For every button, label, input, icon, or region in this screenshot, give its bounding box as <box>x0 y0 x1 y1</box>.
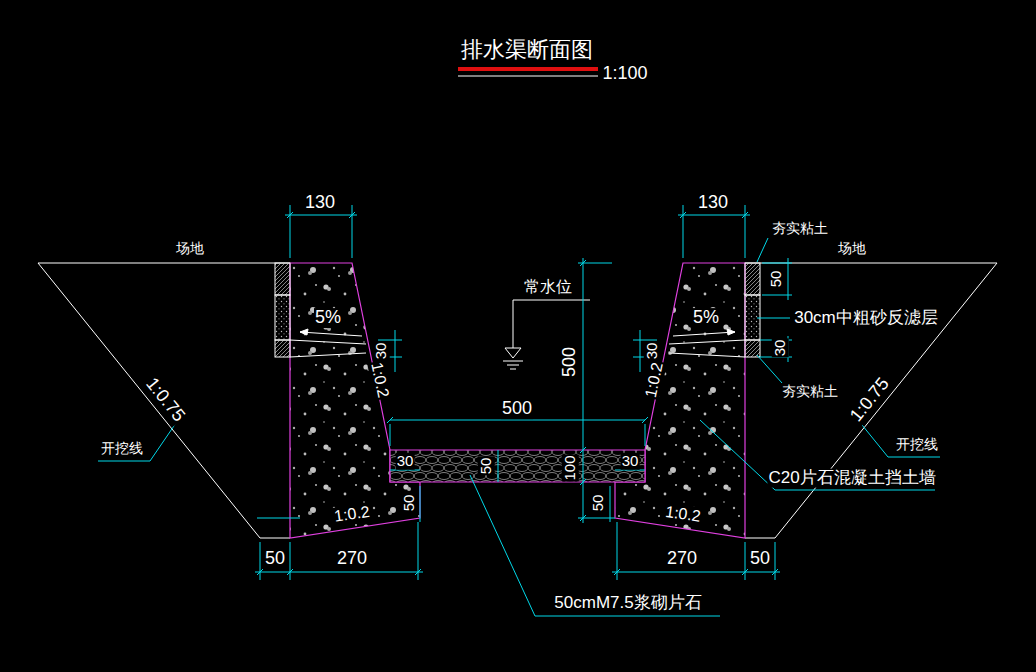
ground-label: 场地 <box>175 241 205 256</box>
filter-layer <box>275 263 760 357</box>
dimension-label: 50 <box>264 549 286 569</box>
material-label: 夯实粘土 <box>771 221 829 236</box>
excavation-line <box>38 263 997 538</box>
dimension-label: 270 <box>336 549 368 569</box>
dimension-line <box>255 205 792 580</box>
retaining-wall <box>290 263 420 538</box>
title-underline <box>458 76 598 77</box>
ground-label: 场地 <box>837 241 867 256</box>
retaining-wall <box>615 263 745 538</box>
slope-label: 5% <box>692 308 720 328</box>
dimension-label: 50 <box>749 549 771 569</box>
dimension-label: 50 <box>401 494 418 513</box>
dimension-label: 500 <box>560 346 580 378</box>
masonry-slab <box>390 450 645 482</box>
dimension-label: 270 <box>666 549 698 569</box>
dimension-label: 30 <box>373 342 390 361</box>
dimension-label: 50 <box>590 494 607 513</box>
material-label: 夯实粘土 <box>781 384 839 399</box>
leader-line <box>98 238 940 616</box>
excavation-label: 开挖线 <box>100 441 144 456</box>
dimension-label: 100 <box>562 454 579 481</box>
excavation-label: 开挖线 <box>895 437 939 452</box>
dimension-label: 50 <box>768 270 785 289</box>
dimension-label: 30 <box>396 453 415 470</box>
dimension-label: 500 <box>501 399 533 419</box>
dimension-label: 30 <box>621 453 640 470</box>
dimension-label: 130 <box>304 193 336 213</box>
dimension-label: 130 <box>697 193 729 213</box>
material-label: C20片石混凝土挡土墙 <box>767 469 936 488</box>
scale-label: 1:100 <box>601 64 648 84</box>
dimension-label: 30 <box>644 342 661 361</box>
water-level-label: 常水位 <box>523 278 573 296</box>
title-underline <box>458 67 598 71</box>
drawing-title: 排水渠断面图 <box>461 38 593 62</box>
dimension-label: 50 <box>478 457 495 476</box>
material-label: 30cm中粗砂反滤层 <box>793 309 939 328</box>
material-label: 50cmM7.5浆砌片石 <box>553 594 702 613</box>
weep-hole <box>290 329 745 357</box>
dimension-label: 30 <box>772 339 789 358</box>
slope-label: 5% <box>314 308 342 328</box>
